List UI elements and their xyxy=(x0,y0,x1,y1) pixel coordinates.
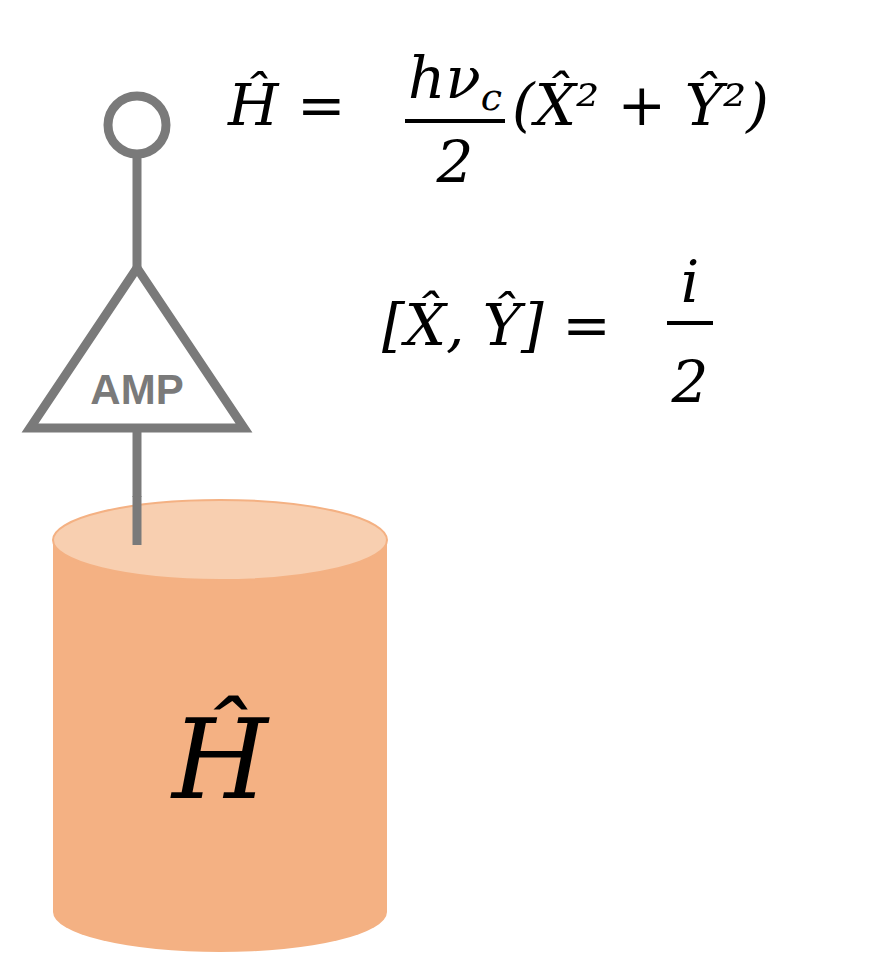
amplifier-symbol xyxy=(30,268,244,428)
equation-term: (X̂² + Ŷ²) xyxy=(512,76,769,134)
signal-wire xyxy=(133,431,142,497)
fraction-denominator: 2 xyxy=(437,133,474,191)
cylinder-top xyxy=(53,500,387,580)
fraction-numerator: i xyxy=(681,253,700,311)
probe-wire xyxy=(133,496,142,545)
amplifier-label: AMP xyxy=(90,369,183,411)
amplifier-triangle: AMP xyxy=(22,262,252,434)
antenna-wire xyxy=(133,156,142,270)
hamiltonian-symbol: Ĥ xyxy=(172,705,268,815)
fraction-denominator: 2 xyxy=(672,353,709,411)
cylinder-body xyxy=(53,540,387,952)
antenna-terminal xyxy=(108,96,166,154)
fraction-bar xyxy=(667,321,713,325)
commutator-lhs: [X̂, Ŷ] = xyxy=(382,296,611,354)
fraction-numerator: hν xyxy=(408,49,481,107)
subscript: c xyxy=(481,78,502,116)
cavity-cylinder: Ĥ xyxy=(48,496,392,956)
fraction-bar xyxy=(405,119,505,123)
equation-lhs: Ĥ = xyxy=(228,76,346,134)
